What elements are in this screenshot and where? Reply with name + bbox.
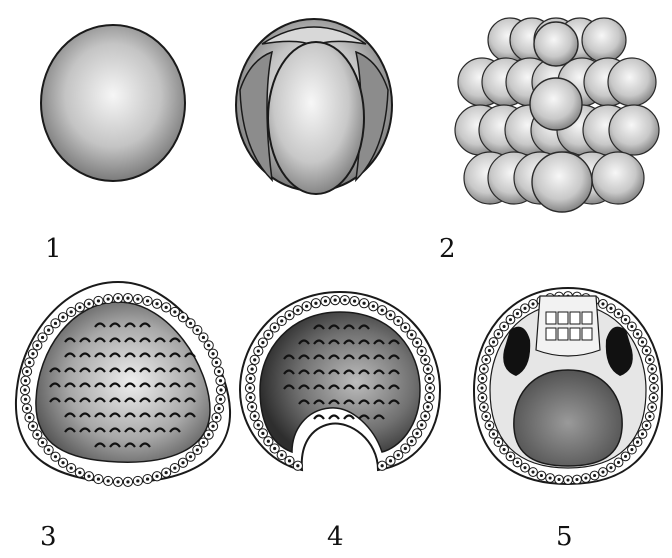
two-cell-cleavage-icon xyxy=(236,19,392,194)
morula-cluster-icon xyxy=(455,18,659,212)
stage-1-label: 1 xyxy=(45,236,62,262)
stage-3-label: 3 xyxy=(40,524,57,550)
blastula-section-icon xyxy=(16,282,230,486)
gastrula-layers-icon xyxy=(474,288,662,484)
stage-2-label: 2 xyxy=(439,236,456,262)
zygote-sphere-icon xyxy=(41,25,185,181)
stage-4-label: 4 xyxy=(327,524,344,550)
gastrula-invagination-icon xyxy=(240,292,440,470)
stage-5-label: 5 xyxy=(556,524,573,550)
